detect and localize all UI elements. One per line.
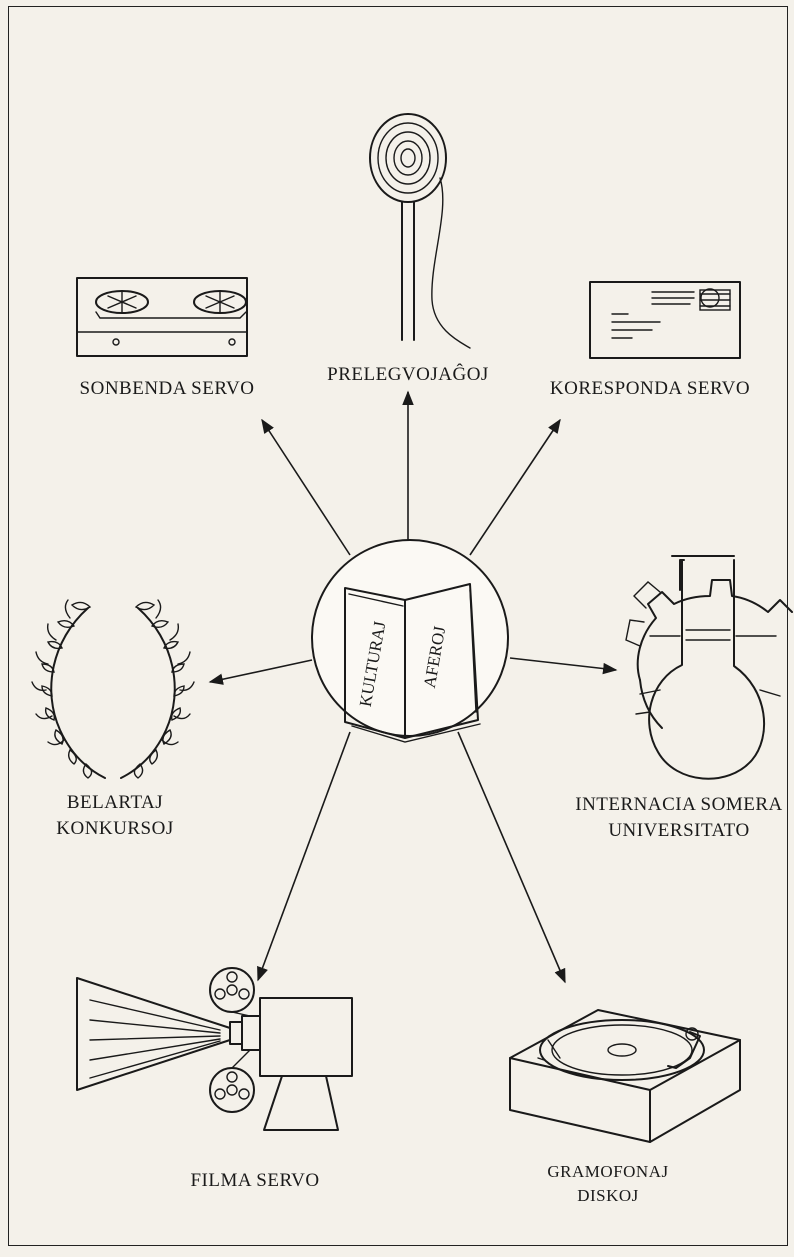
tape-recorder-icon <box>76 277 248 357</box>
arrow-to-sound-service <box>261 418 351 556</box>
microphone-icon <box>369 113 471 349</box>
connector-arrows <box>208 390 618 984</box>
label-art-contests-line2: KONKURSOJ <box>56 818 174 839</box>
laurel-wreath-icon <box>31 599 195 779</box>
label-summer-university-line2: UNIVERSITATO <box>608 820 750 841</box>
label-film-service: FILMA SERVO <box>190 1170 320 1191</box>
label-correspondence: KORESPONDA SERVO <box>549 378 751 399</box>
arrow-to-art-contests <box>208 659 313 685</box>
diagram-frame <box>8 6 788 1246</box>
film-projector-icon <box>76 967 353 1131</box>
open-book-icon: KULTURAJ AFEROJ <box>311 539 509 743</box>
label-records-line2: DISKOJ <box>577 1186 639 1205</box>
arrow-to-correspondence <box>469 418 561 556</box>
gear-flask-icon <box>625 555 793 780</box>
record-player-icon <box>509 1009 741 1143</box>
arrow-to-film-service <box>257 731 351 982</box>
arrow-to-summer-university <box>509 657 618 675</box>
label-lecturers: PRELEGVOJAĜOJ <box>327 364 489 385</box>
label-records-line1: GRAMOFONAJ <box>547 1162 669 1181</box>
arrow-to-records <box>457 731 566 984</box>
envelope-icon <box>589 281 741 359</box>
label-sound-service: SONBENDA SERVO <box>79 378 255 399</box>
label-art-contests-line1: BELARTAJ <box>66 792 164 813</box>
label-summer-university-line1: INTERNACIA SOMERA <box>575 794 783 815</box>
